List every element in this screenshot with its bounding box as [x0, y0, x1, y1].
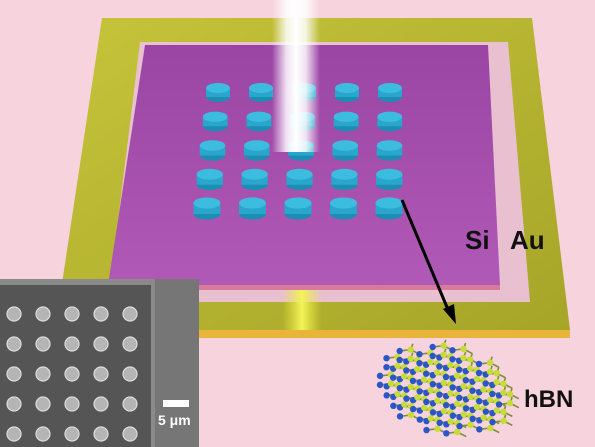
sem-pillar — [6, 426, 22, 442]
pillar — [202, 111, 228, 132]
pillar — [206, 83, 230, 102]
sem-pillar — [64, 306, 80, 322]
sem-pillar — [6, 366, 22, 382]
sem-pillar — [93, 336, 109, 352]
silicon-label: Si — [465, 225, 490, 255]
pillar — [376, 140, 403, 161]
pillar — [330, 197, 357, 220]
sem-pillar — [93, 306, 109, 322]
sem-pillar — [6, 306, 22, 322]
sem-pillar — [35, 396, 51, 412]
sem-pillar — [93, 366, 109, 382]
sem-pillar — [93, 396, 109, 412]
sem-pillar — [93, 426, 109, 442]
zoom-arrow — [400, 199, 456, 324]
sem-pillar — [6, 396, 22, 412]
sem-pillar — [6, 336, 22, 352]
sem-pillar — [35, 306, 51, 322]
sem-pillar — [122, 366, 138, 382]
pillar — [331, 168, 358, 191]
sem-pillar — [122, 426, 138, 442]
pillar — [246, 111, 272, 132]
scale-bar-label: 5 μm — [158, 412, 191, 428]
sem-pillar — [122, 336, 138, 352]
pillar — [249, 83, 273, 102]
pillar — [332, 140, 358, 161]
pillar — [333, 111, 359, 132]
pillar — [239, 197, 266, 220]
pillar — [377, 111, 403, 132]
pillar — [193, 197, 221, 220]
sem-pillar — [122, 306, 138, 322]
sem-pillar — [64, 336, 80, 352]
sem-pillar — [64, 396, 80, 412]
hbn-lattice — [376, 339, 520, 438]
sem-image — [0, 279, 199, 447]
sem-inset — [0, 279, 199, 447]
sem-pillar — [35, 426, 51, 442]
laser-beam — [272, 0, 320, 152]
sem-pillar — [64, 366, 80, 382]
pillar — [284, 197, 312, 220]
pillar — [376, 168, 403, 191]
sem-pillar — [35, 366, 51, 382]
pillar — [244, 140, 270, 161]
sem-pillar-grid — [6, 306, 138, 442]
scale-bar — [163, 400, 189, 407]
pillar — [199, 140, 226, 161]
light-stripe — [282, 288, 322, 330]
hbn-label: hBN — [524, 386, 574, 413]
pillar — [196, 168, 223, 191]
silicon-chip — [108, 45, 500, 290]
pillar — [335, 83, 359, 102]
lattice-atoms — [376, 342, 514, 437]
sem-pillar — [35, 336, 51, 352]
pillar — [378, 83, 402, 102]
pillar — [375, 197, 403, 220]
pillar — [241, 168, 268, 191]
pillar — [286, 168, 313, 191]
sem-pillar — [122, 396, 138, 412]
gold-label: Au — [510, 225, 545, 255]
sem-pillar — [64, 426, 80, 442]
